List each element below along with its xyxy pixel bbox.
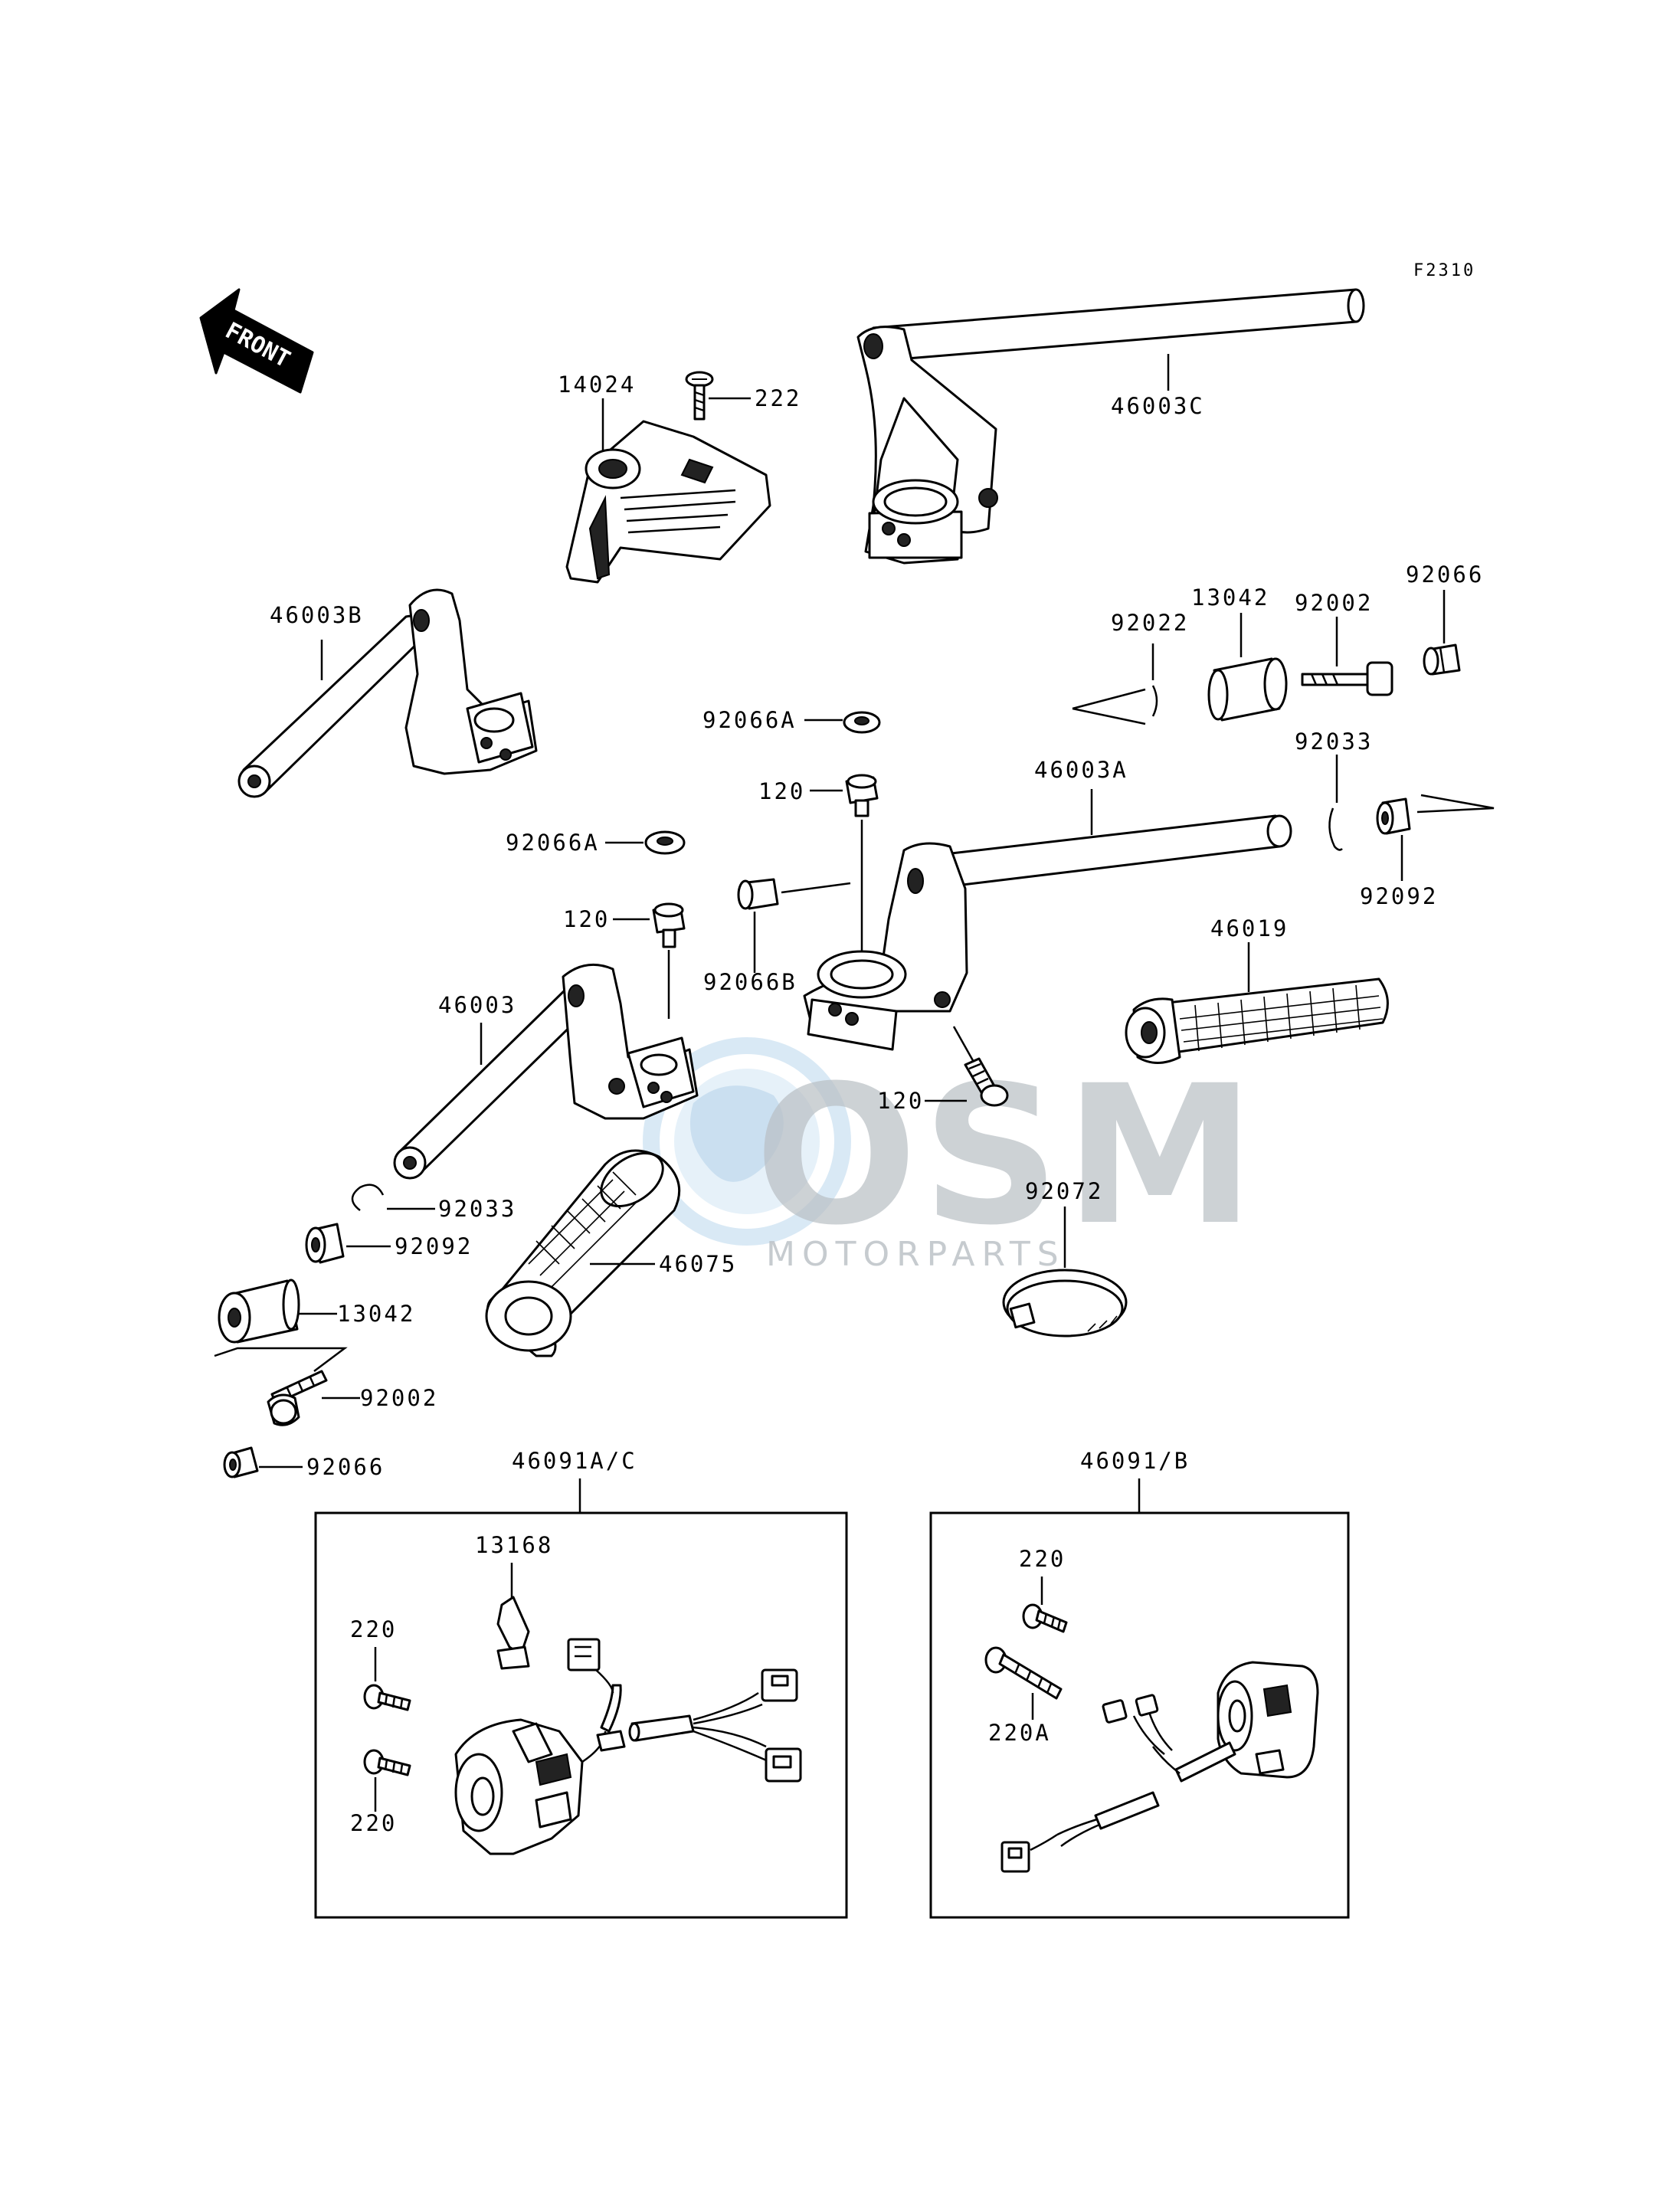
part-92002-bolt — [1301, 617, 1393, 696]
part-14024-cover — [565, 398, 771, 584]
watermark-globe-icon — [643, 1037, 851, 1246]
watermark-brand: OSM — [755, 1044, 1259, 1267]
part-46019-grip — [1125, 942, 1389, 1064]
label-46019: 46019 — [1210, 915, 1289, 941]
label-92072: 92072 — [1025, 1178, 1103, 1204]
part-222-screw — [685, 371, 751, 421]
label-46075: 46075 — [659, 1251, 737, 1277]
watermark-tagline: MOTORPARTS — [766, 1235, 1066, 1274]
label-220-b: 220 — [350, 1810, 397, 1836]
part-46003C-clip-on-handlebar — [856, 288, 1365, 565]
part-right-switch-wiring — [1000, 1694, 1173, 1873]
label-120-c: 120 — [877, 1088, 924, 1114]
label-220-c: 220 — [1019, 1546, 1066, 1572]
part-92092-collar-left — [305, 1223, 391, 1264]
part-120-bolt-angled — [925, 1026, 1009, 1107]
label-92002-left: 92002 — [360, 1385, 438, 1411]
front-direction-arrow-icon: FRONT — [199, 288, 314, 394]
part-left-switch-housing — [454, 1638, 626, 1855]
label-46091B: 46091/B — [1080, 1448, 1190, 1474]
part-46003A-clip-on-handlebar — [803, 789, 1292, 1051]
label-92092-right: 92092 — [1360, 883, 1438, 909]
label-92066-left: 92066 — [306, 1454, 385, 1480]
part-92002-bolt-left — [267, 1370, 360, 1426]
label-92066A-a: 92066A — [702, 707, 797, 733]
label-92033-left: 92033 — [438, 1196, 516, 1222]
label-46003: 46003 — [438, 992, 516, 1018]
label-92066A-b: 92066A — [506, 830, 600, 856]
part-220-screw-b — [363, 1749, 411, 1812]
part-46003-clip-on-handlebar — [393, 963, 699, 1180]
assembly-line-upper — [1072, 688, 1146, 725]
part-13168-switch-contact — [496, 1563, 530, 1670]
part-left-switch-wiring — [628, 1668, 802, 1783]
label-46003A: 46003A — [1034, 757, 1128, 783]
part-220A-screw — [984, 1646, 1063, 1720]
label-46091AC: 46091A/C — [512, 1448, 637, 1474]
part-220-screw-a — [363, 1647, 411, 1711]
part-92066-end-cap — [1423, 590, 1461, 676]
part-right-switch-housing — [1152, 1661, 1319, 1783]
part-92066A-washer-lower — [605, 830, 686, 855]
label-220A: 220A — [988, 1720, 1051, 1746]
watermark: OSM MOTORPARTS — [643, 1037, 1259, 1274]
part-46003B-clip-on-handlebar — [237, 588, 538, 798]
label-13168: 13168 — [475, 1532, 553, 1558]
part-46075-grip — [485, 1149, 681, 1357]
label-92066-top: 92066 — [1406, 562, 1484, 588]
assembly-line-lower — [214, 1347, 348, 1372]
part-120-bolt-middle — [613, 902, 686, 1019]
label-92002-top: 92002 — [1295, 590, 1373, 616]
part-13042-bar-end-weight-left — [218, 1279, 337, 1344]
part-220-screw-c — [1022, 1577, 1068, 1633]
part-13042-bar-end-weight — [1207, 613, 1288, 722]
label-13042-top: 13042 — [1191, 584, 1269, 611]
label-92092-left: 92092 — [395, 1233, 473, 1259]
label-13042-left: 13042 — [337, 1301, 415, 1327]
part-92092-collar-right — [1376, 794, 1495, 881]
label-222: 222 — [755, 385, 801, 411]
label-46003B: 46003B — [270, 602, 364, 628]
part-92072-band — [1002, 1207, 1128, 1338]
part-92033-clip-left — [351, 1184, 435, 1211]
label-220-a: 220 — [350, 1616, 397, 1642]
label-120-b: 120 — [563, 906, 610, 932]
part-92066B-plug — [737, 878, 851, 973]
part-92066A-washer-upper — [804, 711, 881, 734]
part-120-bolt-upper — [810, 774, 879, 958]
label-92022: 92022 — [1111, 610, 1189, 636]
box-46091AC-assembly — [314, 1511, 848, 1919]
label-120-a: 120 — [758, 778, 805, 804]
label-14024: 14024 — [558, 372, 636, 398]
figure-code: F2310 — [1413, 261, 1475, 280]
part-92022-clip — [1151, 643, 1158, 717]
part-92033-clip-right — [1328, 755, 1343, 851]
label-46003C: 46003C — [1111, 393, 1205, 419]
part-92066-end-cap-left — [223, 1446, 303, 1478]
box-46091B-assembly — [929, 1511, 1350, 1919]
label-92033-right: 92033 — [1295, 729, 1373, 755]
label-92066B: 92066B — [703, 969, 797, 995]
